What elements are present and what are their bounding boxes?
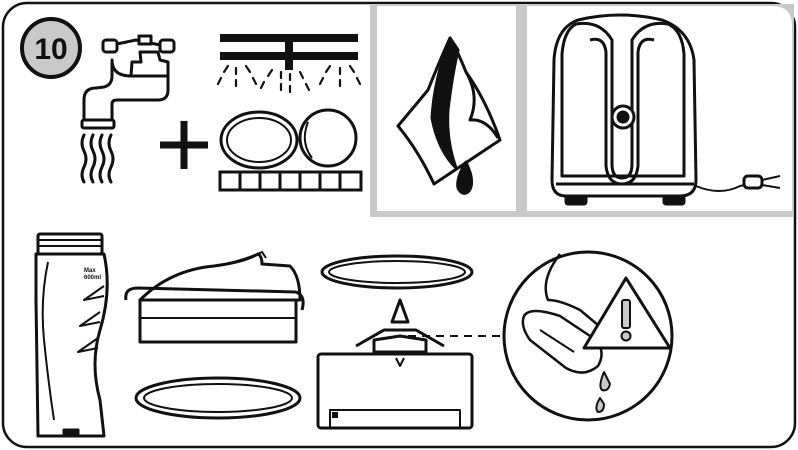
warning-icon (502, 250, 674, 422)
seal-ring-icon (134, 254, 474, 420)
dishwasher-icon (216, 34, 363, 192)
step-number: 10 (34, 33, 67, 66)
cloth-icon (396, 36, 502, 195)
lid-icon (124, 251, 305, 344)
step-badge: 10 (20, 17, 82, 79)
bottle-max-label-line2: 600ml (84, 275, 101, 281)
bottle-icon (34, 232, 109, 438)
appliance-base-icon (550, 13, 781, 206)
plus-icon (160, 121, 208, 169)
blade-unit-icon (316, 298, 474, 430)
faucet-icon (80, 34, 176, 184)
bottle-max-label-line1: Max (84, 268, 96, 274)
